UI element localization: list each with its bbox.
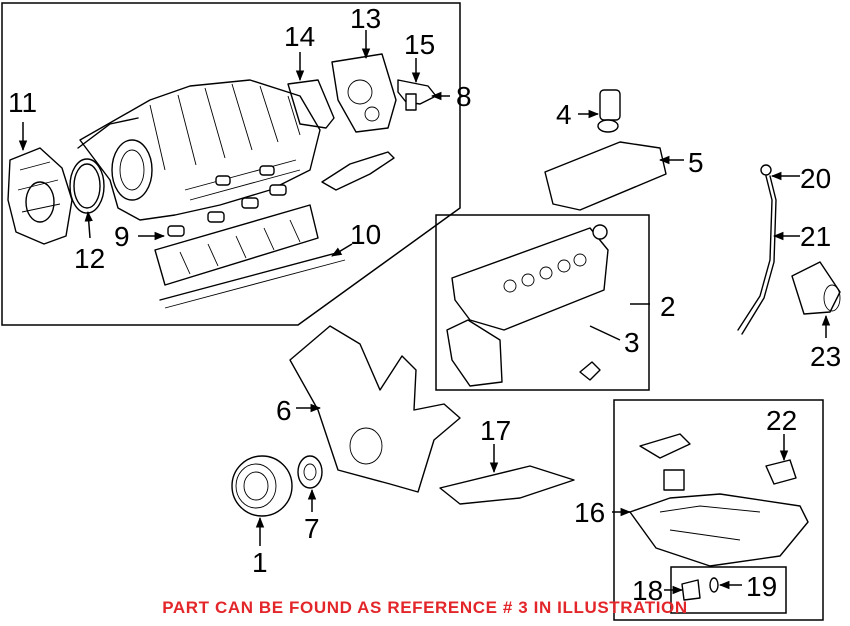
- callout-15: 15: [404, 29, 435, 60]
- manifold-cover-part: [331, 53, 397, 133]
- injector-clips-part: [167, 165, 287, 237]
- callout-12: 12: [74, 243, 105, 274]
- callout-7: 7: [304, 513, 320, 544]
- oil-filter-part: [791, 261, 841, 315]
- valve-cover-part: [451, 224, 609, 331]
- manifold-insert-part: [321, 151, 395, 191]
- callout-20: 20: [800, 163, 831, 194]
- throttle-body-part: [7, 147, 73, 245]
- oil-pump-pickup-part: [639, 433, 691, 459]
- drain-washer-part: [709, 577, 719, 593]
- callout-3: 3: [624, 327, 640, 358]
- intake-group-box: [1, 2, 461, 326]
- callout-22: 22: [766, 405, 797, 436]
- dipstick-part: [737, 164, 777, 335]
- callout-16: 16: [574, 497, 605, 528]
- valve-cover-group-box: [435, 214, 650, 391]
- callout-21: 21: [800, 221, 831, 252]
- reference-note: PART CAN BE FOUND AS REFERENCE # 3 IN IL…: [162, 598, 688, 617]
- callout-18: 18: [632, 575, 663, 606]
- oil-pan-group-box: [613, 399, 824, 621]
- callout-14: 14: [284, 21, 315, 52]
- drain-plug-part: [681, 579, 701, 601]
- callout-10: 10: [350, 219, 381, 250]
- callout-11: 11: [8, 87, 37, 118]
- pan-gasket-part: [439, 465, 575, 505]
- callout-1: 1: [252, 547, 268, 578]
- callout-9: 9: [114, 221, 130, 252]
- engine-cover-part: [544, 141, 667, 211]
- callout-13: 13: [350, 3, 381, 34]
- cover-gasket-part: [287, 79, 335, 129]
- crank-pulley-part: [231, 455, 293, 517]
- callout-8: 8: [456, 81, 472, 112]
- pan-bracket-part: [765, 459, 797, 485]
- intake-manifold-part: [77, 79, 321, 221]
- sensor-part: [397, 79, 437, 111]
- crank-seal-part: [297, 455, 323, 489]
- callout-2: 2: [660, 291, 676, 322]
- callout-23: 23: [810, 341, 841, 372]
- callout-19: 19: [746, 571, 777, 602]
- manifold-lower-gasket-part: [154, 204, 346, 309]
- callout-5: 5: [688, 147, 704, 178]
- valve-cover-gasket-part: [446, 319, 503, 387]
- callout-6: 6: [276, 395, 292, 426]
- throttle-gasket-part: [69, 158, 105, 214]
- leader-lines: [18, 30, 831, 595]
- valve-cover-bolt-part: [579, 361, 601, 381]
- baffle-clip-part: [663, 469, 685, 491]
- oil-pan-part: [629, 493, 809, 567]
- callout-4: 4: [556, 99, 572, 130]
- timing-cover-part: [289, 325, 461, 493]
- callout-17: 17: [480, 415, 511, 446]
- oil-cap-part: [597, 89, 621, 133]
